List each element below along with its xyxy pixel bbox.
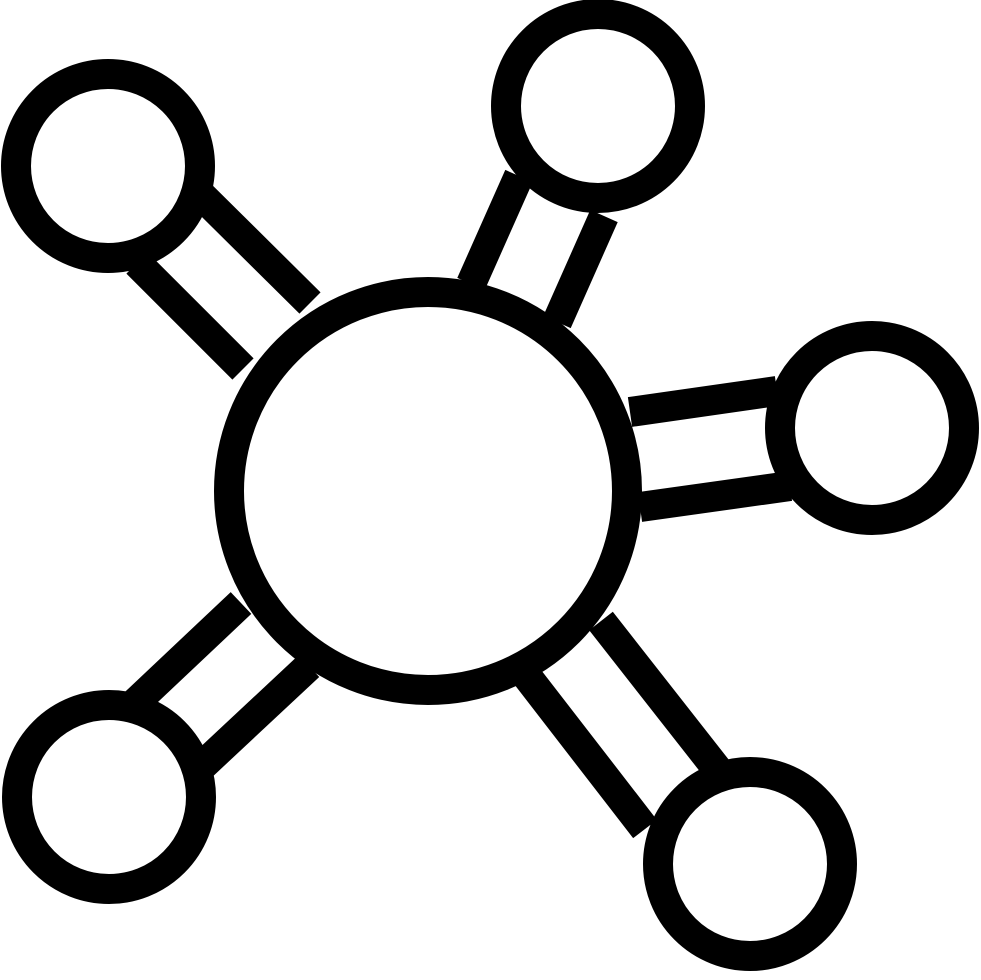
node-right <box>765 321 979 535</box>
connector-bottom-left <box>123 592 320 777</box>
connector-right <box>627 376 793 522</box>
connector-group <box>123 169 793 839</box>
node-top <box>491 0 705 213</box>
node-bottom-right <box>643 757 857 971</box>
connector-top-left <box>126 185 321 380</box>
node-top-left <box>1 59 215 273</box>
connector-top <box>457 169 618 329</box>
connector-bottom-right <box>514 611 729 839</box>
center-node <box>214 277 642 705</box>
node-bottom-left <box>2 690 216 904</box>
